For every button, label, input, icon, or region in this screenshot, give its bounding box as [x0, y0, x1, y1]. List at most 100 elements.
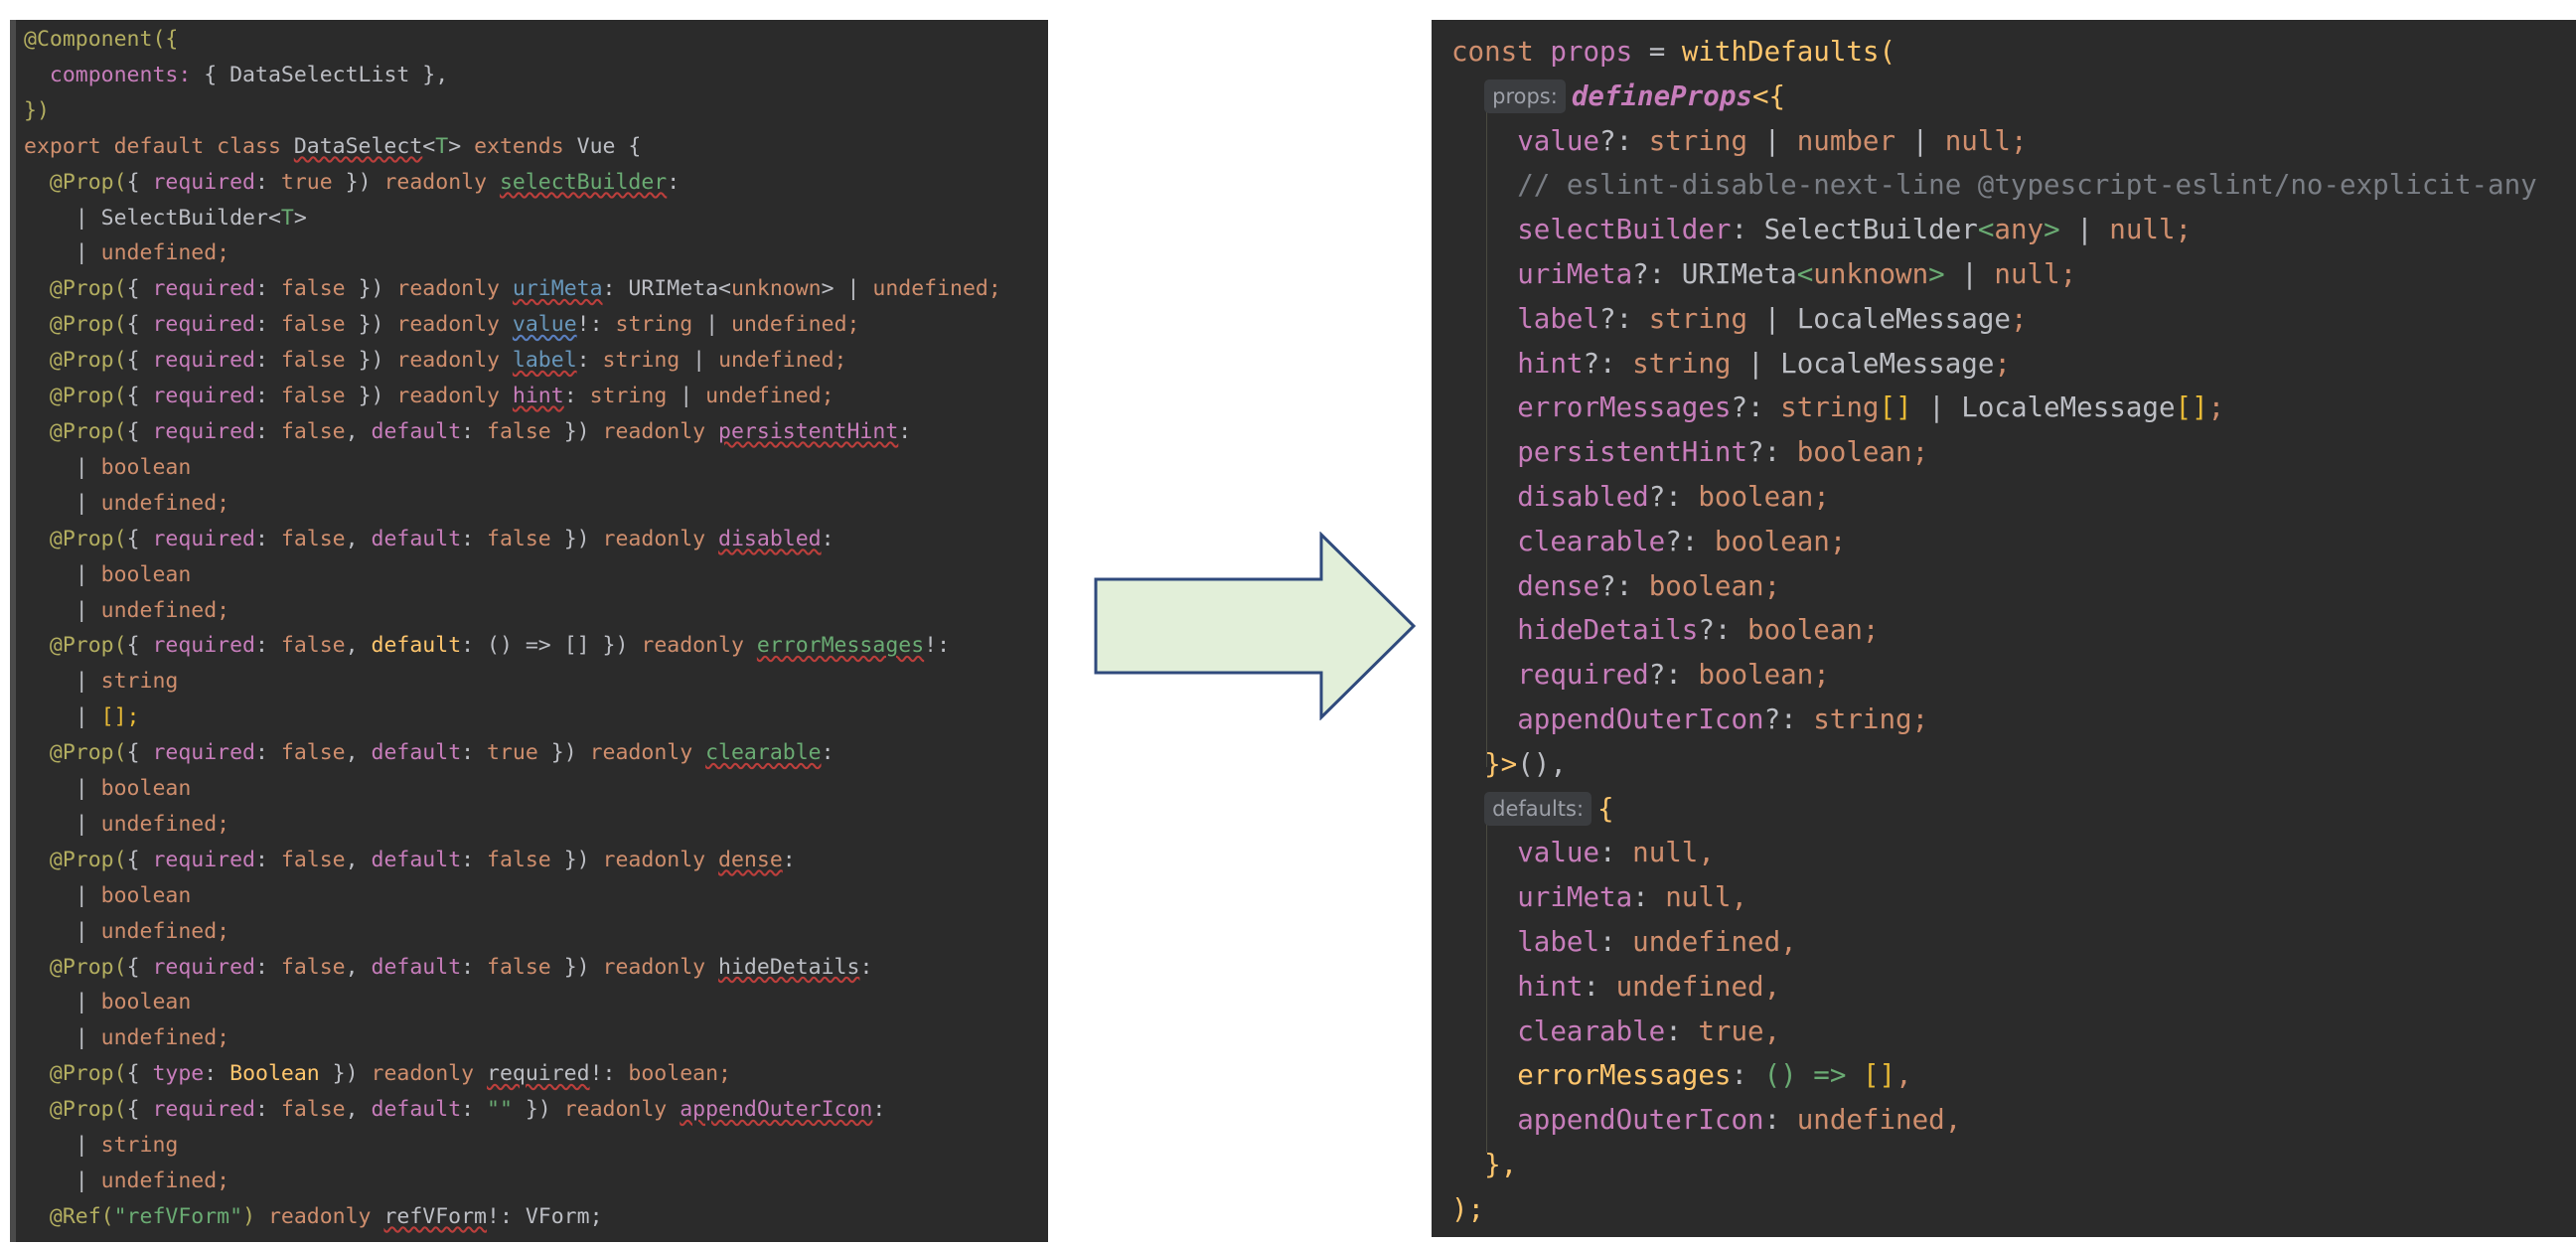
code-token: components:	[24, 62, 205, 87]
code-token: |	[24, 776, 101, 802]
code-token: undefined;	[100, 490, 230, 516]
code-token: required	[152, 348, 256, 374]
indent-guide	[1486, 91, 1487, 767]
code-token: })	[550, 847, 603, 872]
code-token: appendOuterIcon	[680, 1097, 873, 1123]
code-token: persistentHint	[718, 418, 899, 444]
code-token: :	[461, 847, 488, 872]
code-token: undefined;	[100, 597, 230, 623]
code-token: required	[152, 954, 256, 980]
code-token: required	[152, 276, 256, 302]
code-token: false	[280, 348, 346, 374]
code-token: clearable	[1451, 1014, 1666, 1047]
code-token: boolean;	[628, 1061, 731, 1087]
code-token: boolean;	[1698, 480, 1830, 513]
code-line: const props = withDefaults(	[1451, 30, 2537, 75]
code-token: []	[1862, 1059, 1896, 1092]
code-token: @Ref(	[24, 1203, 114, 1229]
code-token: undefined,	[1796, 1104, 1962, 1137]
code-token: false	[487, 954, 551, 980]
code-token: undefined;	[100, 240, 230, 266]
code-line: | boolean	[24, 878, 1001, 914]
code-token: false	[487, 418, 551, 444]
code-token: readonly	[267, 1203, 384, 1229]
code-token: hint	[1451, 347, 1584, 380]
code-token: ?:	[1583, 347, 1633, 380]
code-token: ;	[2010, 302, 2028, 335]
code-line: | undefined;	[24, 486, 1001, 522]
code-token: }>	[1451, 747, 1518, 780]
code-token: > |	[821, 276, 873, 302]
code-token: ,	[345, 1097, 372, 1123]
code-token: @Prop(	[24, 1061, 127, 1087]
code-token: {	[126, 384, 153, 409]
code-line: disabled?: boolean;	[1451, 475, 2537, 520]
code-line: | boolean	[24, 771, 1001, 807]
code-token: readonly	[383, 169, 500, 195]
code-token: boolean;	[1698, 659, 1830, 692]
code-token: {	[204, 62, 230, 87]
code-token: undefined;	[872, 276, 1001, 302]
code-token: :	[1599, 925, 1633, 958]
code-token: unknown	[730, 276, 822, 302]
code-token: boolean	[100, 776, 192, 802]
code-token: })	[345, 384, 397, 409]
code-token: |	[24, 918, 101, 944]
code-line: @Prop({ required: false, default: false …	[24, 950, 1001, 986]
code-token: []	[1879, 391, 1912, 424]
code-token: clearable	[1451, 525, 1666, 557]
code-token: undefined;	[100, 1169, 230, 1193]
code-token: false	[280, 384, 346, 409]
code-token: ?:	[1648, 659, 1699, 692]
code-token: errorMessages	[756, 633, 925, 659]
code-token: default	[371, 418, 462, 444]
code-line: appendOuterIcon: undefined,	[1451, 1098, 2537, 1143]
code-token: |	[24, 1025, 101, 1051]
code-token: Vue {	[576, 133, 642, 159]
code-token: @Component({	[24, 27, 179, 52]
code-token: false	[487, 847, 551, 872]
code-token: ""	[487, 1097, 513, 1123]
code-token: :	[255, 418, 281, 444]
code-token: >	[1928, 257, 1945, 290]
code-token: required	[487, 1061, 590, 1087]
code-token: :	[667, 169, 681, 195]
code-token: :	[255, 276, 281, 302]
code-token: @Prop(	[24, 276, 127, 302]
code-token: ;	[1994, 347, 2011, 380]
code-token: required	[152, 384, 256, 409]
code-token: :	[255, 312, 281, 338]
code-token: required	[152, 312, 256, 338]
code-line: appendOuterIcon?: string;	[1451, 698, 2537, 742]
code-token: !:	[924, 633, 951, 659]
code-token: readonly	[396, 348, 513, 374]
code-line: @Ref("refVForm") readonly refVForm!: VFo…	[24, 1199, 1001, 1235]
code-token: :	[563, 384, 590, 409]
code-line: hint?: string | LocaleMessage;	[1451, 342, 2537, 387]
code-token: ?:	[1665, 525, 1715, 557]
code-token: null,	[1632, 837, 1715, 869]
code-token	[1451, 793, 1484, 825]
code-token: required	[152, 418, 256, 444]
code-token: {	[1597, 792, 1614, 825]
code-token: |	[24, 490, 101, 516]
code-token: dense	[718, 847, 783, 872]
code-token: <	[1977, 214, 1995, 246]
code-token: {	[126, 276, 153, 302]
code-token: |	[1944, 257, 1995, 290]
left-code-editor[interactable]: @Component({ components: { DataSelectLis…	[10, 20, 1048, 1242]
code-token: :	[1632, 881, 1666, 914]
code-token: value	[1451, 124, 1600, 157]
code-line: errorMessages: () => [],	[1451, 1053, 2537, 1098]
code-token: |	[24, 1133, 101, 1159]
right-code-editor[interactable]: const props = withDefaults( props:define…	[1432, 20, 2576, 1237]
code-token: :	[461, 526, 488, 551]
code-token: :	[255, 740, 281, 766]
code-token: |	[24, 597, 101, 623]
code-token: errorMessages	[1451, 391, 1732, 424]
code-token: >	[2044, 214, 2060, 246]
code-line: required?: boolean;	[1451, 653, 2537, 698]
code-line: @Prop({ required: false, default: () => …	[24, 628, 1001, 664]
code-token: :	[576, 348, 603, 374]
code-line: })	[24, 93, 1001, 129]
